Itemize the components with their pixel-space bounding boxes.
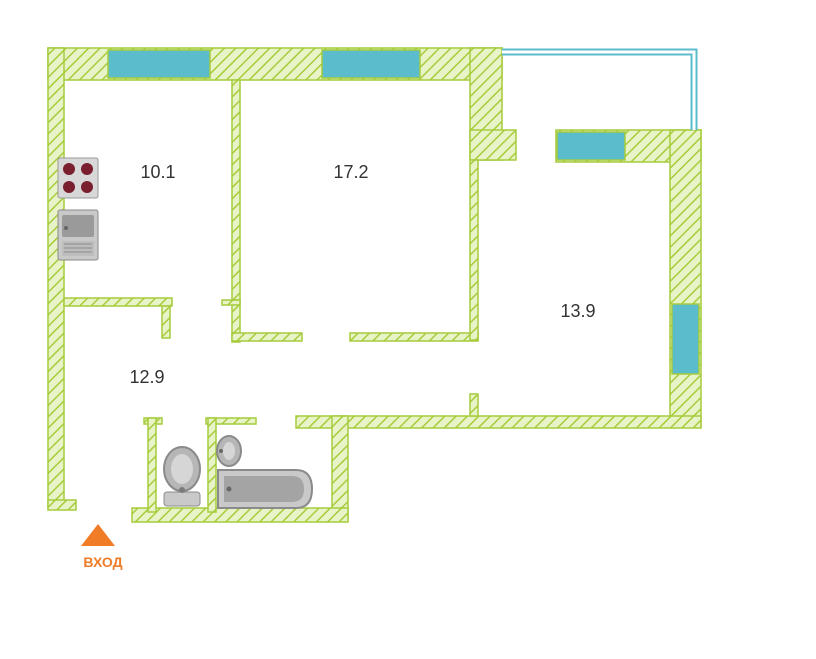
entrance-arrow-icon: [81, 524, 115, 546]
room-area-hallway: 12.9: [129, 367, 164, 387]
room-area-living: 13.9: [560, 301, 595, 321]
windows: [107, 49, 700, 375]
toilet-icon: [163, 446, 201, 507]
stove-icon: [57, 157, 99, 199]
room-area-kitchen: 10.1: [140, 162, 175, 182]
window-kitchen: [107, 49, 211, 79]
entrance-label: ВХОД: [83, 554, 122, 570]
bathtub-icon: [217, 469, 314, 509]
window-living-top: [556, 131, 626, 161]
room-labels: 10.1 17.2 13.9 12.9: [129, 162, 595, 387]
room-area-bedroom: 17.2: [333, 162, 368, 182]
balcony-outline: [502, 48, 698, 130]
bathroom-sink-icon: [216, 435, 242, 467]
window-bedroom: [321, 49, 421, 79]
exterior-walls: [47, 47, 702, 523]
kitchen-sink-icon: [57, 209, 99, 261]
entrance-marker: ВХОД: [81, 524, 123, 570]
window-living-right: [671, 303, 700, 375]
interior-walls: [63, 79, 479, 513]
